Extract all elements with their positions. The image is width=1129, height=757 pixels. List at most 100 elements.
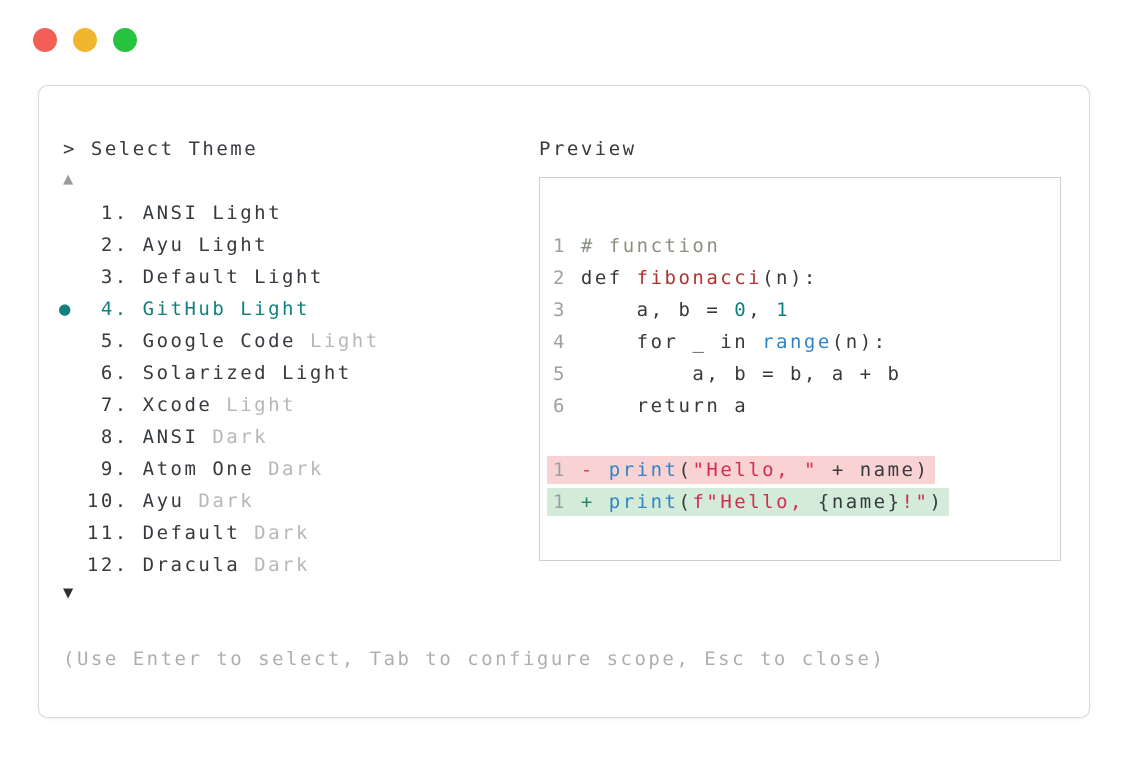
theme-list-item[interactable]: 12. Dracula Dark bbox=[59, 549, 380, 581]
item-name: Dracula bbox=[142, 554, 241, 576]
item-variant: Dark bbox=[254, 458, 324, 480]
code-token-text: , bbox=[748, 299, 777, 321]
item-variant: Dark bbox=[240, 554, 310, 576]
code-token-text: return a bbox=[566, 395, 749, 417]
code-token-text: ) bbox=[929, 491, 944, 513]
item-name: Default bbox=[142, 522, 241, 544]
traffic-lights bbox=[33, 28, 137, 52]
code-token-text: def bbox=[566, 267, 637, 289]
item-variant: Dark bbox=[198, 426, 269, 448]
code-token-line-number: 5 bbox=[553, 363, 567, 385]
code-token-text bbox=[567, 459, 581, 481]
code-token-text: for _ in bbox=[566, 331, 763, 353]
scroll-down-icon[interactable]: ▼ bbox=[63, 583, 74, 603]
item-name: Xcode bbox=[142, 394, 213, 416]
item-variant: Light bbox=[184, 234, 269, 256]
item-number: 10. bbox=[86, 490, 143, 512]
code-token-line-number: 6 bbox=[553, 395, 567, 417]
item-name: Ayu bbox=[142, 234, 185, 256]
theme-list-item[interactable]: 8. ANSI Dark bbox=[59, 421, 380, 453]
code-token-string: !" bbox=[901, 491, 930, 513]
code-token-text: (n): bbox=[762, 267, 818, 289]
bullet-placeholder bbox=[59, 554, 87, 576]
code-line: 3 a, b = 0, 1 bbox=[553, 294, 1050, 326]
code-token-diff-plus: + bbox=[580, 491, 609, 513]
code-line: 6 return a bbox=[553, 390, 1050, 422]
item-number: 5. bbox=[86, 330, 143, 352]
theme-list-item[interactable]: 11. Default Dark bbox=[59, 517, 380, 549]
item-variant: Light bbox=[198, 202, 283, 224]
theme-list-item[interactable]: ● 4. GitHub Light bbox=[59, 293, 380, 325]
bullet-placeholder bbox=[59, 522, 87, 544]
minimize-window-icon[interactable] bbox=[73, 28, 97, 52]
code-line: 1 - print("Hello, " + name) bbox=[547, 454, 1050, 486]
item-number: 3. bbox=[86, 266, 143, 288]
page-title: Select Theme bbox=[90, 138, 259, 160]
code-token-builtin: print bbox=[608, 459, 679, 481]
item-variant: Light bbox=[296, 330, 380, 352]
code-token-text bbox=[567, 491, 581, 513]
theme-list-item[interactable]: 6. Solarized Light bbox=[59, 357, 380, 389]
code-token-text bbox=[567, 235, 581, 257]
item-name: ANSI bbox=[142, 202, 199, 224]
code-token-number: 1 bbox=[776, 299, 791, 321]
code-token-number: 0 bbox=[734, 299, 749, 321]
prompt-chevron: > bbox=[63, 138, 91, 160]
item-name: Ayu bbox=[142, 490, 185, 512]
theme-list-item[interactable]: 1. ANSI Light bbox=[59, 197, 380, 229]
code-token-line-number: 1 bbox=[553, 235, 567, 257]
code-token-line-number: 4 bbox=[553, 331, 567, 353]
bullet-placeholder bbox=[59, 202, 87, 224]
code-token-text: (n): bbox=[831, 331, 888, 353]
theme-list-item[interactable]: 7. Xcode Light bbox=[59, 389, 380, 421]
theme-list-item[interactable]: 5. Google Code Light bbox=[59, 325, 380, 357]
item-number: 4. bbox=[86, 298, 143, 320]
theme-list-item[interactable]: 2. Ayu Light bbox=[59, 229, 380, 261]
close-window-icon[interactable] bbox=[33, 28, 57, 52]
selected-bullet-icon: ● bbox=[59, 298, 87, 320]
code-line: 1 + print(f"Hello, {name}!") bbox=[547, 486, 1050, 518]
item-variant: Dark bbox=[240, 522, 310, 544]
theme-list: 1. ANSI Light 2. Ayu Light 3. Default Li… bbox=[59, 197, 380, 581]
bullet-placeholder bbox=[59, 266, 87, 288]
code-line: 1 # function bbox=[553, 230, 1050, 262]
item-number: 7. bbox=[86, 394, 143, 416]
item-variant: Light bbox=[240, 266, 324, 288]
code-line: 5 a, b = b, a + b bbox=[553, 358, 1050, 390]
bullet-placeholder bbox=[59, 394, 87, 416]
bullet-placeholder bbox=[59, 490, 87, 512]
code-token-line-number: 3 bbox=[553, 299, 567, 321]
theme-list-item[interactable]: 9. Atom One Dark bbox=[59, 453, 380, 485]
diff-added-highlight: 1 + print(f"Hello, {name}!") bbox=[547, 488, 950, 516]
code-line: 2 def fibonacci(n): bbox=[553, 262, 1050, 294]
scroll-up-icon[interactable]: ▲ bbox=[63, 169, 74, 189]
item-number: 2. bbox=[86, 234, 143, 256]
code-token-builtin: print bbox=[608, 491, 679, 513]
bullet-placeholder bbox=[59, 426, 87, 448]
bullet-placeholder bbox=[59, 330, 87, 352]
code-token-diff-minus: - bbox=[580, 459, 609, 481]
code-token-line-number: 1 bbox=[553, 491, 567, 513]
item-number: 6. bbox=[86, 362, 143, 384]
bullet-placeholder bbox=[59, 362, 87, 384]
item-variant: Light bbox=[212, 394, 296, 416]
code-token-text: {name} bbox=[817, 491, 902, 513]
item-number: 12. bbox=[86, 554, 143, 576]
code-token-builtin: range bbox=[762, 331, 832, 353]
item-name: Google Code bbox=[142, 330, 296, 352]
item-name: Default bbox=[142, 266, 241, 288]
code-token-text: ) bbox=[915, 459, 930, 481]
code-token-string: "Hello, " bbox=[692, 459, 818, 481]
item-variant: Light bbox=[226, 298, 310, 320]
maximize-window-icon[interactable] bbox=[113, 28, 137, 52]
theme-list-item[interactable]: 3. Default Light bbox=[59, 261, 380, 293]
code-token-text: a, b = b, a + b bbox=[566, 363, 902, 385]
theme-picker-title: > Select Theme bbox=[63, 133, 258, 165]
code-token-comment: # function bbox=[580, 235, 721, 257]
code-line: 4 for _ in range(n): bbox=[553, 326, 1050, 358]
theme-list-item[interactable]: 10. Ayu Dark bbox=[59, 485, 380, 517]
code-token-line-number: 1 bbox=[553, 459, 567, 481]
code-token-text: ( bbox=[678, 459, 693, 481]
